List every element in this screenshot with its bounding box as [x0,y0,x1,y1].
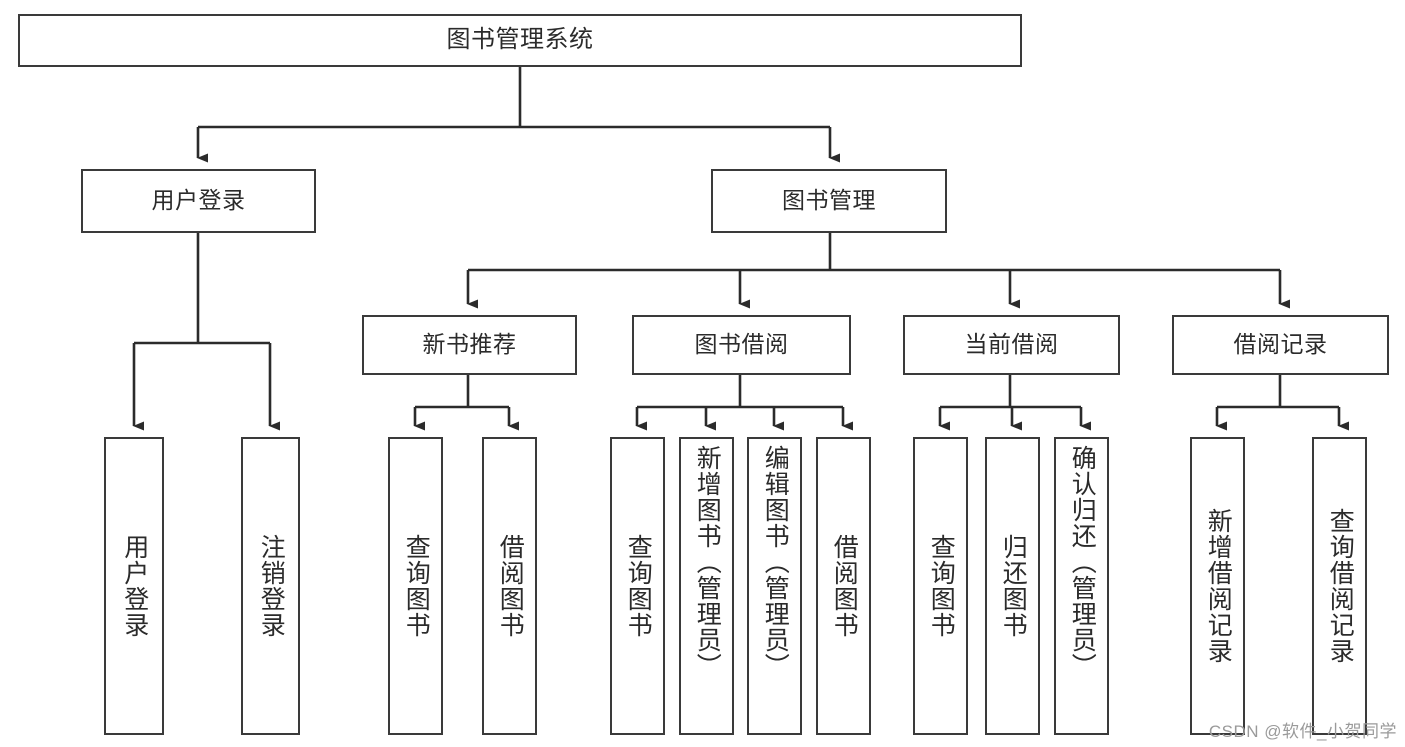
leaf-borrow-book-recommendation[interactable]: 借阅图书 [482,437,537,735]
node-label: 编辑图书（管理员） [761,445,790,679]
node-label: 查询图书 [402,534,431,638]
node-label: 确认归还（管理员） [1068,445,1097,679]
node-label: 查询图书 [624,534,653,638]
node-label: 图书借阅 [694,331,789,358]
node-label: 当前借阅 [964,331,1059,358]
node-borrowing-records[interactable]: 借阅记录 [1172,315,1389,375]
node-book-management-system[interactable]: 图书管理系统 [18,14,1022,67]
leaf-edit-book-admin[interactable]: 编辑图书（管理员） [747,437,802,735]
leaf-query-borrowing-record[interactable]: 查询借阅记录 [1312,437,1367,735]
node-user-login[interactable]: 用户登录 [81,169,316,233]
leaf-query-book-current[interactable]: 查询图书 [913,437,968,735]
leaf-logout[interactable]: 注销登录 [241,437,300,735]
leaf-query-book-borrowing[interactable]: 查询图书 [610,437,665,735]
node-label: 图书管理 [782,187,876,214]
node-label: 新书推荐 [422,331,517,358]
leaf-user-login[interactable]: 用户登录 [104,437,164,735]
node-new-book-recommendation[interactable]: 新书推荐 [362,315,577,375]
leaf-borrow-book[interactable]: 借阅图书 [816,437,871,735]
leaf-add-book-admin[interactable]: 新增图书（管理员） [679,437,734,735]
node-book-management[interactable]: 图书管理 [711,169,947,233]
node-label: 借阅记录 [1233,331,1328,358]
node-label: 注销登录 [257,534,286,638]
node-label: 借阅图书 [830,534,859,638]
node-label: 图书管理系统 [446,26,594,54]
node-label: 用户登录 [151,187,246,214]
csdn-watermark: CSDN @软件_小贺同学 [1208,722,1397,741]
node-label: 用户登录 [120,534,149,638]
leaf-confirm-return-admin[interactable]: 确认归还（管理员） [1054,437,1109,735]
leaf-query-book-recommendation[interactable]: 查询图书 [388,437,443,735]
node-label: 归还图书 [999,534,1028,638]
node-label: 借阅图书 [496,534,525,638]
node-label: 查询图书 [927,534,956,638]
node-book-borrowing[interactable]: 图书借阅 [632,315,851,375]
node-label: 查询借阅记录 [1326,508,1355,664]
leaf-return-book[interactable]: 归还图书 [985,437,1040,735]
node-label: 新增图书（管理员） [693,445,722,679]
node-current-borrowing[interactable]: 当前借阅 [903,315,1120,375]
leaf-add-borrowing-record[interactable]: 新增借阅记录 [1190,437,1245,735]
node-label: 新增借阅记录 [1204,508,1233,664]
